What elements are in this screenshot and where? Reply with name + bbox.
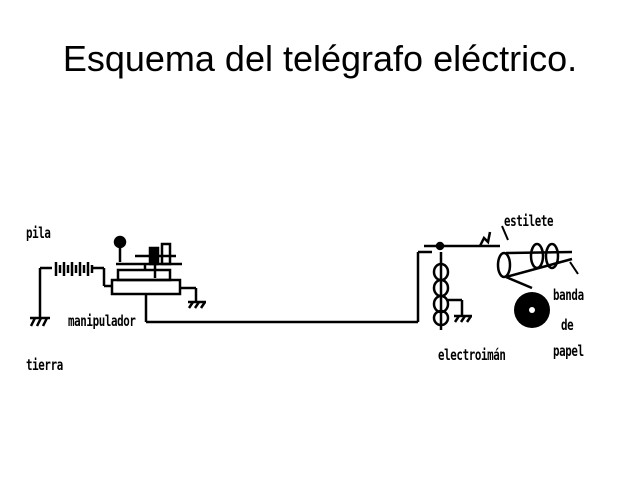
battery: [54, 262, 94, 276]
estilete: [478, 231, 492, 247]
label-manipulador: manipulador: [68, 312, 136, 330]
label-de: de: [561, 316, 574, 334]
paper-band: [496, 242, 579, 290]
label-estilete: estilete: [504, 212, 554, 230]
label-papel: papel: [553, 342, 584, 360]
label-electroiman: electroimán: [438, 346, 506, 364]
label-tierra: tierra: [26, 356, 63, 374]
manipulador-key: [110, 235, 182, 296]
electroiman: [432, 252, 473, 330]
page-title: Esquema del telégrafo eléctrico.: [62, 38, 578, 79]
paper-roll: [514, 292, 550, 328]
tierra-ground: [29, 316, 50, 327]
label-pila: pila: [26, 224, 51, 242]
label-banda: banda: [553, 286, 584, 304]
